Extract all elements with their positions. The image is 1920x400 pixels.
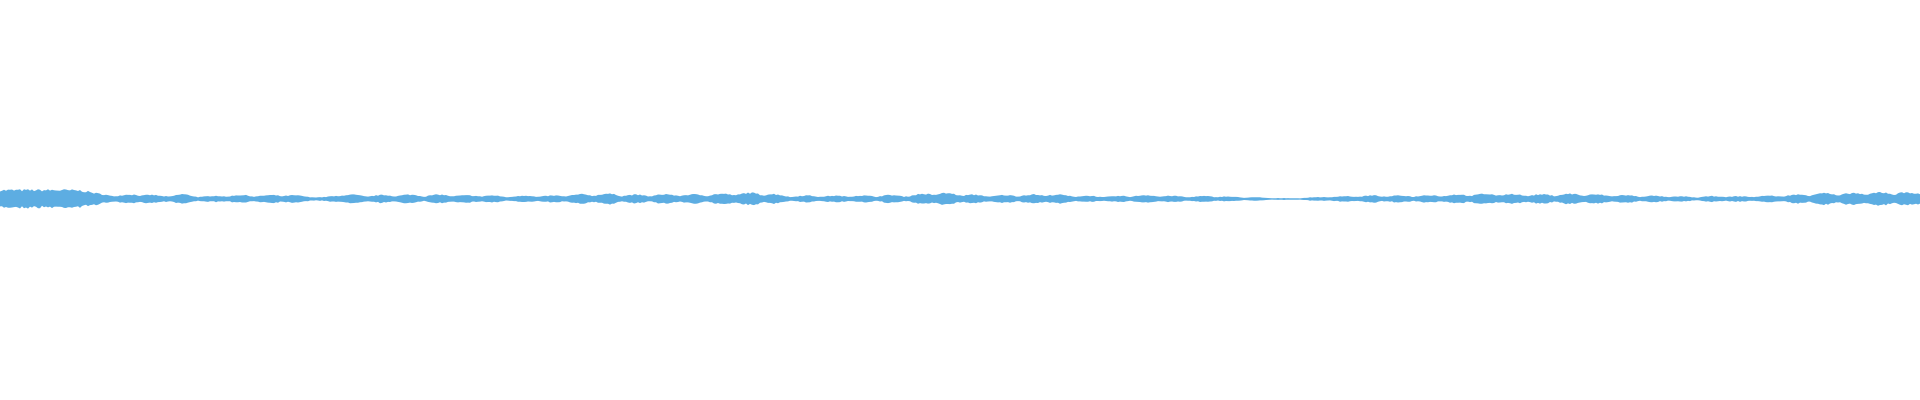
waveform-path: [0, 189, 1920, 209]
